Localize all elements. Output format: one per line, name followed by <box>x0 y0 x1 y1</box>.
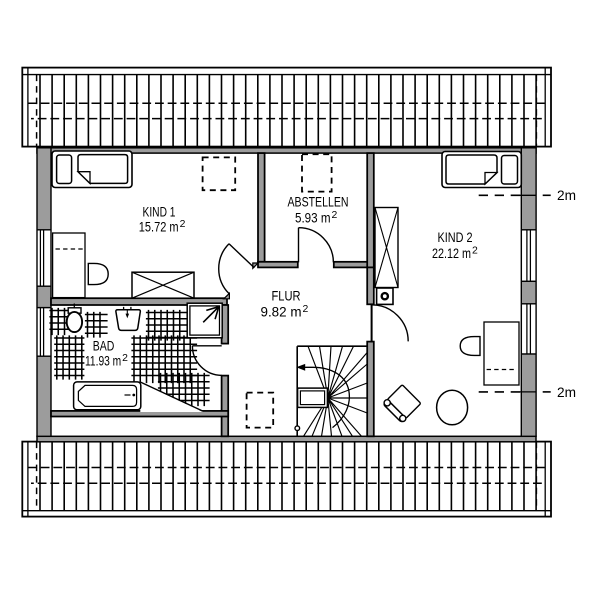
svg-text:2: 2 <box>332 210 338 221</box>
svg-text:22.12 m: 22.12 m <box>432 246 471 261</box>
svg-text:2: 2 <box>122 353 128 364</box>
svg-text:FLUR: FLUR <box>272 288 301 303</box>
svg-text:ABSTELLEN: ABSTELLEN <box>288 194 349 209</box>
svg-text:2m: 2m <box>557 385 576 400</box>
svg-text:5.93 m: 5.93 m <box>295 210 331 225</box>
svg-text:15.72 m: 15.72 m <box>139 220 179 235</box>
svg-text:2: 2 <box>180 219 186 230</box>
svg-text:2: 2 <box>303 304 309 315</box>
svg-text:9.82 m: 9.82 m <box>261 304 302 319</box>
svg-text:BAD: BAD <box>93 339 115 354</box>
svg-text:2: 2 <box>472 245 478 256</box>
svg-text:11.93 m: 11.93 m <box>85 354 121 369</box>
svg-text:2m: 2m <box>557 188 576 203</box>
svg-text:KIND 1: KIND 1 <box>143 205 176 220</box>
svg-text:KIND 2: KIND 2 <box>438 230 473 245</box>
